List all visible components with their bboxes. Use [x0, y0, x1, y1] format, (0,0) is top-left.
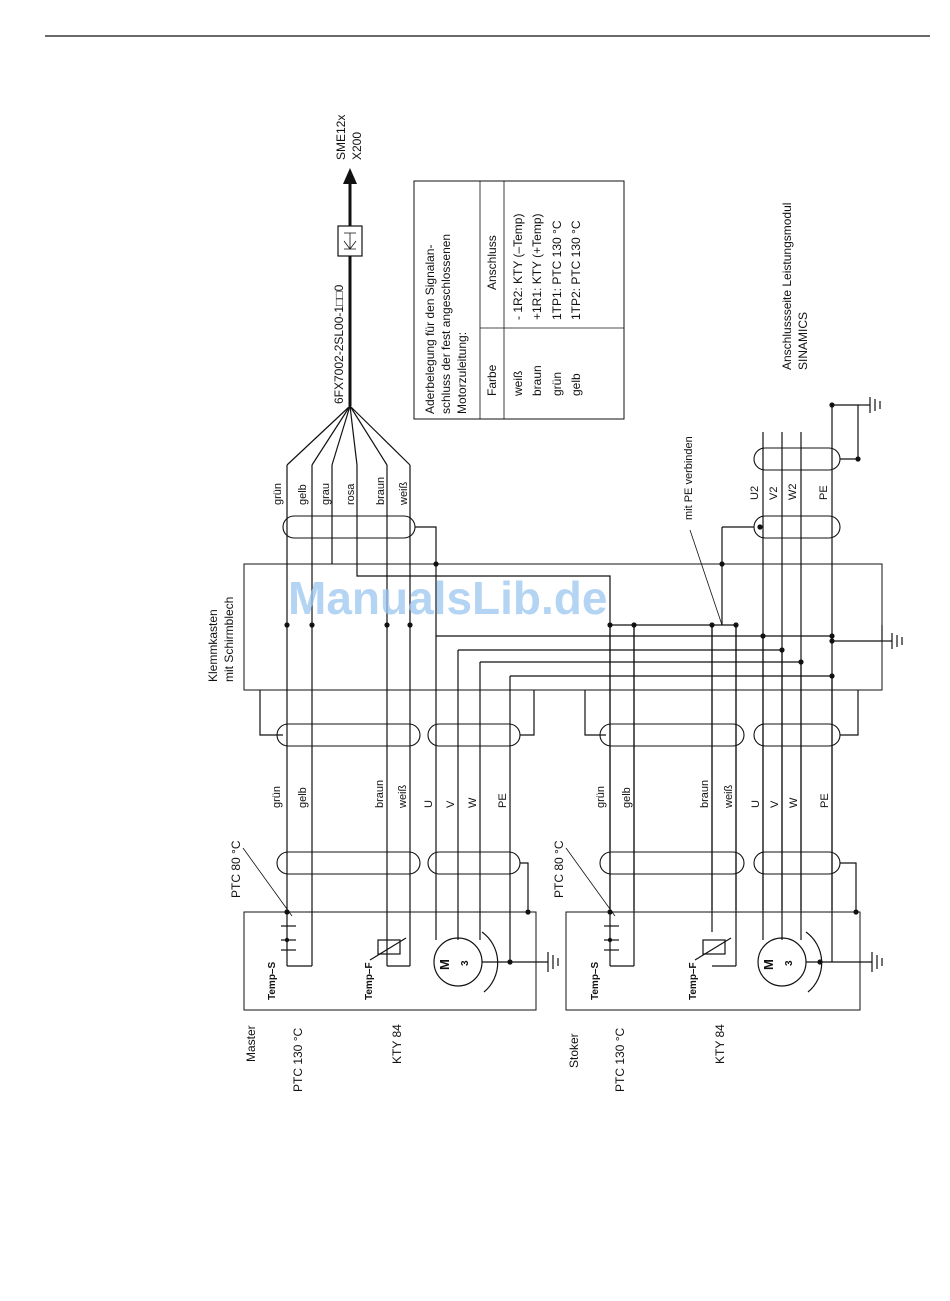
ptc-label: PTC 130 °C	[291, 1028, 305, 1092]
cable-target-2: X200	[350, 132, 364, 160]
cable-part-number: 6FX7002-2SL00-1□□0	[332, 284, 346, 404]
table-header-connection: Anschluss	[485, 235, 499, 290]
ground-icon	[881, 625, 903, 649]
core-label-weiss: weiß	[398, 481, 410, 506]
ptc80-label: PTC 80 °C	[229, 840, 243, 898]
power-lines: U2 V2 W2 PE	[749, 404, 870, 910]
signal-cable: 6FX7002-2SL00-1□□0 SME12x X200	[286, 115, 411, 466]
motor-symbol: M	[437, 959, 452, 970]
assignment-table: Aderbelegung für den Signalan- schluss d…	[413, 180, 625, 420]
core-label-gelb: gelb	[297, 484, 309, 505]
terminal-box	[243, 563, 883, 691]
wire-label: gelb	[297, 787, 309, 808]
kty-label: KTY 84	[713, 1024, 727, 1064]
temp-f-label: Temp–F	[688, 962, 699, 1000]
wire-label: grün	[271, 786, 283, 808]
pe-note: mit PE verbinden	[683, 436, 695, 520]
motor-symbol: M	[761, 959, 776, 970]
core-labels: grün gelb grau rosa braun weiß	[272, 477, 410, 506]
wire-label: weiß	[397, 784, 409, 809]
ground-icon	[871, 952, 883, 972]
wire-label: gelb	[621, 787, 633, 808]
terminal-box-label-2: mit Schirmblech	[222, 597, 236, 682]
terminal-w2: W2	[787, 484, 799, 501]
wire-label: grün	[595, 786, 607, 808]
table-row-connection: 1TP1: PTC 130 °C	[550, 220, 564, 320]
power-module-label-1: Anschlussseite Leistungsmodul	[780, 203, 794, 370]
wire-label: V	[769, 800, 781, 808]
core-label-gruen: grün	[272, 483, 284, 505]
motor-name: Master	[244, 1025, 258, 1062]
signal-wires-top	[282, 465, 754, 625]
table-row-color: braun	[530, 365, 544, 396]
table-row-color: weiß	[511, 371, 525, 397]
motor-name: Stoker	[567, 1033, 581, 1068]
wire-label: braun	[374, 780, 386, 808]
terminal-v2: V2	[768, 487, 780, 500]
ground-icon	[869, 397, 881, 413]
table-title-1: Aderbelegung für den Signalan-	[423, 245, 437, 414]
temp-f-label: Temp–F	[364, 962, 375, 1000]
table-row-connection: +1R1: KTY (+Temp)	[530, 214, 544, 321]
terminal-u2: U2	[749, 486, 761, 500]
temp-s-label: Temp–S	[590, 962, 601, 1000]
ptc-switch-icon	[604, 909, 619, 951]
core-label-braun: braun	[375, 477, 387, 505]
table-row-connection: 1TP2: PTC 130 °C	[569, 220, 583, 320]
ptc-label: PTC 130 °C	[613, 1028, 627, 1092]
wire-label: W	[788, 797, 800, 808]
wire-label: U	[423, 800, 435, 808]
motor-phases: 3	[460, 960, 471, 966]
wire-label: braun	[699, 780, 711, 808]
terminal-pe: PE	[818, 485, 830, 500]
kty-resistor-icon	[369, 937, 407, 961]
watermark: ManualsLib.de	[288, 572, 607, 624]
wire-label: weiß	[723, 784, 735, 809]
ground-icon	[547, 952, 559, 972]
table-title-3: Motorzuleitung:	[455, 332, 469, 414]
wire-label: PE	[819, 793, 831, 808]
core-label-grau: grau	[320, 483, 332, 505]
power-module-label-2: SINAMICS	[796, 312, 810, 370]
motor-phases: 3	[784, 960, 795, 966]
kty-label: KTY 84	[390, 1024, 404, 1064]
motor-master: Master PTC 130 °C KTY 84 PTC 80 °C Temp–…	[229, 625, 559, 1092]
ptc-switch-icon	[281, 909, 296, 951]
table-row-color: grün	[550, 372, 564, 396]
ptc80-label: PTC 80 °C	[552, 840, 566, 898]
table-row-connection: - 1R2: KTY (–Temp)	[511, 214, 525, 320]
wire-label: W	[467, 797, 479, 808]
temp-s-label: Temp–S	[267, 962, 278, 1000]
wire-label: V	[445, 800, 457, 808]
table-title-2: schluss der fest angeschlossenen	[439, 234, 453, 414]
kty-resistor-icon	[694, 937, 732, 961]
cable-target-1: SME12x	[334, 115, 348, 160]
junction-dots	[284, 402, 861, 679]
terminal-box-label-1: Klemmkasten	[206, 609, 220, 682]
wire-label: U	[750, 800, 762, 808]
table-row-color: gelb	[569, 373, 583, 396]
cable-arrow-icon	[343, 168, 357, 184]
motor-stoker: Stoker PTC 130 °C KTY 84 PTC 80 °C Temp–…	[552, 625, 883, 1092]
core-label-rosa: rosa	[345, 483, 357, 505]
table-header-color: Farbe	[485, 364, 499, 396]
wire-label: PE	[497, 793, 509, 808]
